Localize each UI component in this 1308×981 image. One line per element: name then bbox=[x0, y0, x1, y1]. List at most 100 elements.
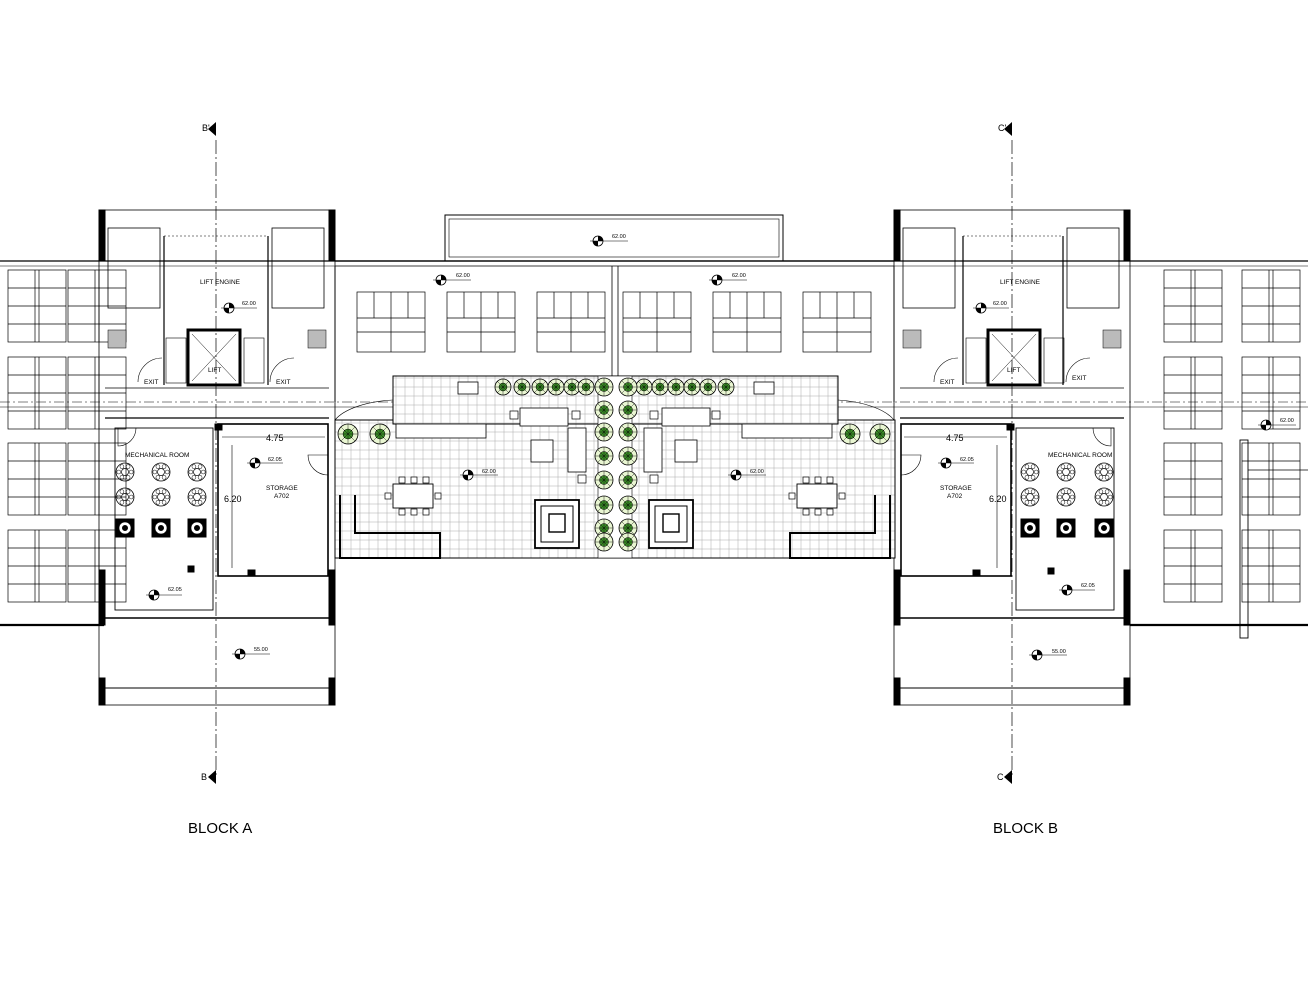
level-quadrant bbox=[1261, 425, 1266, 430]
block-a-height-dim: 6.20 bbox=[224, 494, 242, 504]
tree-branch bbox=[621, 527, 629, 535]
fan-blade bbox=[1104, 500, 1110, 505]
fan-hub bbox=[1062, 468, 1070, 476]
tree-branch bbox=[621, 431, 629, 439]
tree-branch bbox=[621, 541, 629, 549]
fan-blade bbox=[1060, 489, 1066, 494]
level-marker-icon bbox=[433, 274, 471, 286]
block-a-storage-code: A702 bbox=[274, 493, 290, 500]
level-quadrant bbox=[712, 280, 717, 285]
tree-branch bbox=[603, 425, 611, 433]
fan-blade bbox=[191, 500, 197, 505]
tree-branch bbox=[516, 386, 523, 393]
tree-branch bbox=[627, 535, 635, 543]
level-quadrant bbox=[235, 654, 240, 659]
block-a-exit-left: EXIT bbox=[144, 379, 158, 386]
fan-blade bbox=[1104, 489, 1110, 494]
tree-symbol bbox=[337, 423, 359, 445]
fan-blade bbox=[1024, 489, 1030, 494]
fan-blade bbox=[1104, 464, 1110, 469]
level-marker-icon bbox=[146, 589, 182, 601]
tree-symbol bbox=[839, 423, 861, 445]
level-quadrant bbox=[154, 590, 159, 595]
exhaust-fan bbox=[115, 462, 135, 482]
tree-branch bbox=[597, 455, 605, 463]
tree-branch bbox=[603, 473, 611, 481]
fan-blade bbox=[119, 464, 125, 469]
level-quadrant bbox=[731, 475, 736, 480]
tree-branch bbox=[603, 431, 611, 439]
fan-blade bbox=[1098, 489, 1104, 494]
tree-branch bbox=[521, 381, 528, 388]
level-marker-icon bbox=[247, 457, 283, 469]
drain-marker bbox=[1047, 567, 1055, 575]
fan-blade bbox=[155, 500, 161, 505]
tree-branch bbox=[597, 479, 605, 487]
block-b-level-mechanical: 62.05 bbox=[1081, 583, 1095, 589]
terrace bbox=[334, 375, 896, 559]
level-marker-icon bbox=[221, 302, 257, 314]
fan-blade bbox=[119, 475, 125, 480]
level-quadrant bbox=[1037, 650, 1042, 655]
ac-unit bbox=[1094, 518, 1114, 538]
fan-blade bbox=[164, 469, 170, 475]
tree-branch bbox=[686, 381, 693, 388]
fan-blade bbox=[197, 489, 203, 494]
chair bbox=[410, 508, 418, 516]
level-marker-icon bbox=[973, 302, 1009, 314]
tree-branch bbox=[627, 504, 635, 512]
tree-symbol bbox=[618, 400, 638, 420]
fan-blade bbox=[1030, 500, 1036, 505]
section-markers bbox=[208, 122, 1012, 784]
tree-branch bbox=[627, 455, 635, 463]
level-right-panels: 62.00 bbox=[732, 273, 746, 279]
level-marker-icon bbox=[709, 274, 747, 286]
fan-blade bbox=[1060, 464, 1066, 469]
block-b-mechanical-label: MECHANICAL ROOM bbox=[1048, 452, 1112, 459]
fan-blade bbox=[1066, 475, 1072, 480]
fan-outer bbox=[1056, 462, 1076, 482]
tree-branch bbox=[702, 381, 709, 388]
tree-branch bbox=[603, 521, 611, 529]
exhaust-fan bbox=[1056, 462, 1076, 482]
tree-branch bbox=[597, 409, 605, 417]
side-table bbox=[711, 410, 721, 420]
block-b-storage-label: STORAGE bbox=[940, 485, 972, 492]
tree-symbol bbox=[594, 446, 614, 466]
tree-symbol bbox=[618, 495, 638, 515]
block-b-lift-label: LIFT bbox=[1007, 367, 1020, 374]
level-quadrant bbox=[255, 458, 260, 463]
fan-outer bbox=[1094, 487, 1114, 507]
tree-branch bbox=[879, 426, 888, 435]
tree-branch bbox=[603, 386, 611, 394]
level-quadrant bbox=[717, 275, 722, 280]
exhaust-fan bbox=[1094, 462, 1114, 482]
fan-outer bbox=[1020, 462, 1040, 482]
block-a-section-top: B' bbox=[202, 123, 210, 133]
fan-hub bbox=[1026, 493, 1034, 501]
tree-symbol bbox=[635, 378, 653, 396]
tree-branch bbox=[872, 433, 881, 442]
tree-branch bbox=[691, 386, 698, 393]
level-quadrant bbox=[736, 470, 741, 475]
fan-blade bbox=[1095, 469, 1101, 475]
tree-branch bbox=[603, 409, 611, 417]
fan-blade bbox=[152, 469, 158, 475]
tree-branch bbox=[372, 426, 381, 435]
block-b-lift-engine-label: LIFT ENGINE bbox=[1000, 279, 1041, 286]
level-quadrant bbox=[981, 303, 986, 308]
fan-blade bbox=[197, 464, 203, 469]
fan-blade bbox=[1060, 500, 1066, 505]
tree-branch bbox=[627, 380, 635, 388]
level-quadrant bbox=[593, 241, 598, 246]
exhaust-fan bbox=[187, 487, 207, 507]
tree-branch bbox=[638, 381, 645, 388]
fan-hub bbox=[1026, 468, 1034, 476]
right-apartment-panels bbox=[1163, 269, 1301, 603]
fan-blade bbox=[191, 475, 197, 480]
tree-branch bbox=[379, 433, 388, 442]
fan-blade bbox=[116, 469, 122, 475]
tree-branch bbox=[879, 433, 888, 442]
block-b-exit-left: EXIT bbox=[940, 379, 954, 386]
tree-symbol bbox=[651, 378, 669, 396]
